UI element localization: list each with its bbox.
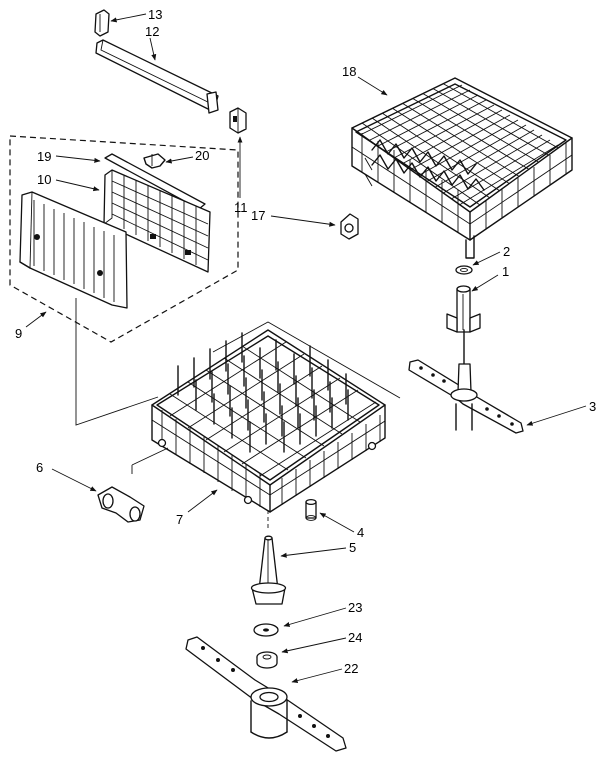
callout-5: 5: [349, 540, 356, 555]
part-10-basket-insert: [103, 169, 211, 273]
callout-19: 19: [37, 149, 51, 164]
part-9-side-panel: [19, 191, 128, 309]
part-3-upper-spray-arm: [408, 329, 524, 434]
part-4-stem: [305, 498, 317, 521]
callout-24: 24: [348, 630, 362, 645]
part-1-spray-tube: [446, 285, 481, 333]
part-18-upper-rack: [351, 77, 573, 259]
part-7-lower-rack: [151, 321, 401, 513]
callout-18: 18: [342, 64, 356, 79]
part-12-track-rail: [95, 39, 219, 114]
part-11-rail-end-cap: [229, 107, 247, 134]
part-17-clip: [340, 213, 359, 240]
callout-10: 10: [37, 172, 51, 187]
callout-12: 12: [145, 24, 159, 39]
callout-9: 9: [15, 326, 22, 341]
callout-1: 1: [502, 264, 509, 279]
callout-23: 23: [348, 600, 362, 615]
callout-2: 2: [503, 244, 510, 259]
callout-labels: 13 12 18 19 20 10 11 17 2 1 9 3 6 7 4 5 …: [15, 7, 596, 676]
callout-6: 6: [36, 460, 43, 475]
callout-13: 13: [148, 7, 162, 22]
part-24-grommet: [256, 651, 278, 669]
callout-17: 17: [251, 208, 265, 223]
callout-7: 7: [176, 512, 183, 527]
part-5-spray-tower: [250, 510, 287, 605]
callout-11: 11: [234, 200, 248, 215]
part-2-washer: [455, 265, 473, 275]
part-6-rack-bumper: [97, 486, 145, 523]
assembly-connector-line: [75, 298, 159, 426]
part-19-strip: [104, 153, 206, 210]
part-9-assembly-dashed-outline: [9, 135, 239, 343]
callout-22: 22: [344, 661, 358, 676]
part-13-rail-end-clip: [94, 9, 110, 37]
callout-20: 20: [195, 148, 209, 163]
callout-4: 4: [357, 525, 364, 540]
callout-3: 3: [589, 399, 596, 414]
part-23-disc: [253, 623, 279, 637]
part-6-connector-line: [131, 447, 169, 474]
leader-lines: [25, 13, 587, 684]
part-20-bracket: [143, 153, 166, 169]
part-22-lower-spray-arm: [185, 636, 347, 752]
